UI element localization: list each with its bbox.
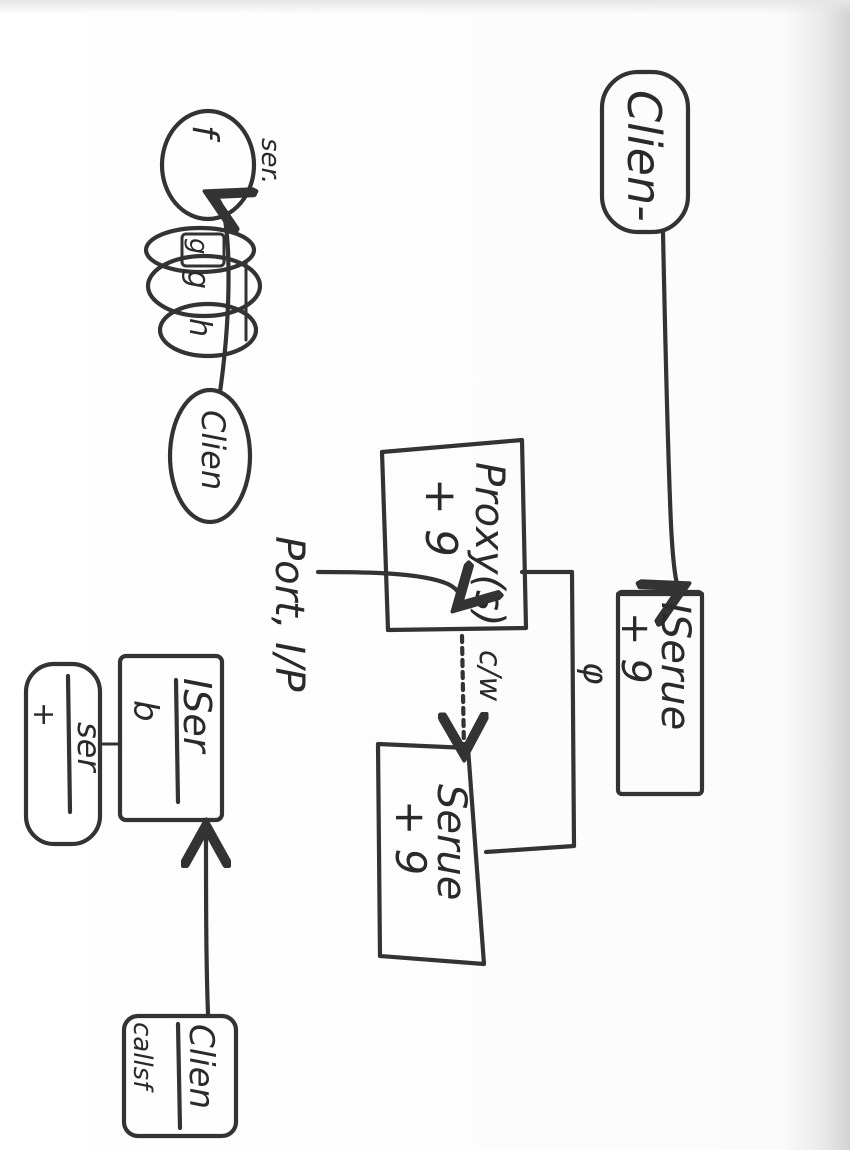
server-node-label: Serue: [428, 784, 474, 900]
callsf-client-label: Clien: [181, 1024, 221, 1109]
chain-g-ellipse: [145, 253, 263, 319]
proxy-node-shape: [379, 437, 529, 633]
chain-client-label: Clien: [194, 410, 232, 490]
chain-arrow: [214, 196, 229, 395]
client-node-label: Clien-: [617, 90, 671, 222]
client-to-iserver-arrow: [663, 229, 680, 588]
callsf-client-sub: callsf: [127, 1022, 157, 1093]
iser-node-divider: [173, 677, 181, 805]
proxy-node-label: Proxy(s): [466, 462, 512, 626]
ser-node-divider: [65, 673, 73, 815]
callsf-client-divider: [175, 1021, 183, 1131]
client-node-shape: [599, 69, 691, 235]
chain-g-box-label: g: [183, 238, 213, 255]
iserver-separator-phi: φ: [575, 662, 615, 685]
chain-g-label: g: [180, 270, 215, 289]
filter-chain: f ser. g g h Clien: [143, 108, 285, 525]
server-node: Serue + 9: [375, 741, 487, 967]
iser-node-shape: [117, 653, 225, 823]
scan-shadow: [0, 0, 850, 14]
proxy-to-server-arrow: [462, 633, 464, 750]
ser-node-shape: [23, 661, 103, 847]
chain-f-label: f: [184, 125, 225, 143]
cw-label: c/w: [472, 650, 507, 702]
ser-node: ser +: [23, 661, 108, 847]
port-label: Port, I/P: [266, 536, 312, 692]
callsf-client-node: Clien callsf: [121, 1013, 239, 1139]
client-to-iser-arrow: [206, 830, 208, 1017]
iser-node-label: ISer: [175, 678, 219, 755]
ser-node-label: ser: [70, 722, 108, 773]
server-node-type: + 9: [386, 800, 435, 875]
callsf-client-shape: [121, 1013, 239, 1139]
iserver-node-type: + 9: [612, 612, 658, 684]
client-node: Clien-: [599, 69, 691, 235]
chain-server-label: ser.: [255, 138, 285, 184]
iserver-node-label: ISerue: [652, 602, 698, 730]
port-arrow: [315, 572, 462, 604]
iser-node: ISer b: [117, 653, 225, 823]
chain-client-ellipse: [167, 387, 253, 525]
iser-node-type: b: [125, 700, 165, 722]
server-node-shape: [375, 741, 487, 967]
iserver-node: ISerue + 9 φ: [575, 589, 705, 797]
chain-h-label: h: [182, 318, 217, 337]
ser-node-type: +: [26, 702, 61, 727]
chain-g-box-ellipse: [143, 225, 257, 275]
chain-h-ellipse: [157, 301, 259, 359]
proxy-server-bracket: [483, 569, 577, 855]
proxy-node-type: + 9: [415, 478, 466, 557]
proxy-node: Proxy(s) + 9: [379, 437, 529, 633]
